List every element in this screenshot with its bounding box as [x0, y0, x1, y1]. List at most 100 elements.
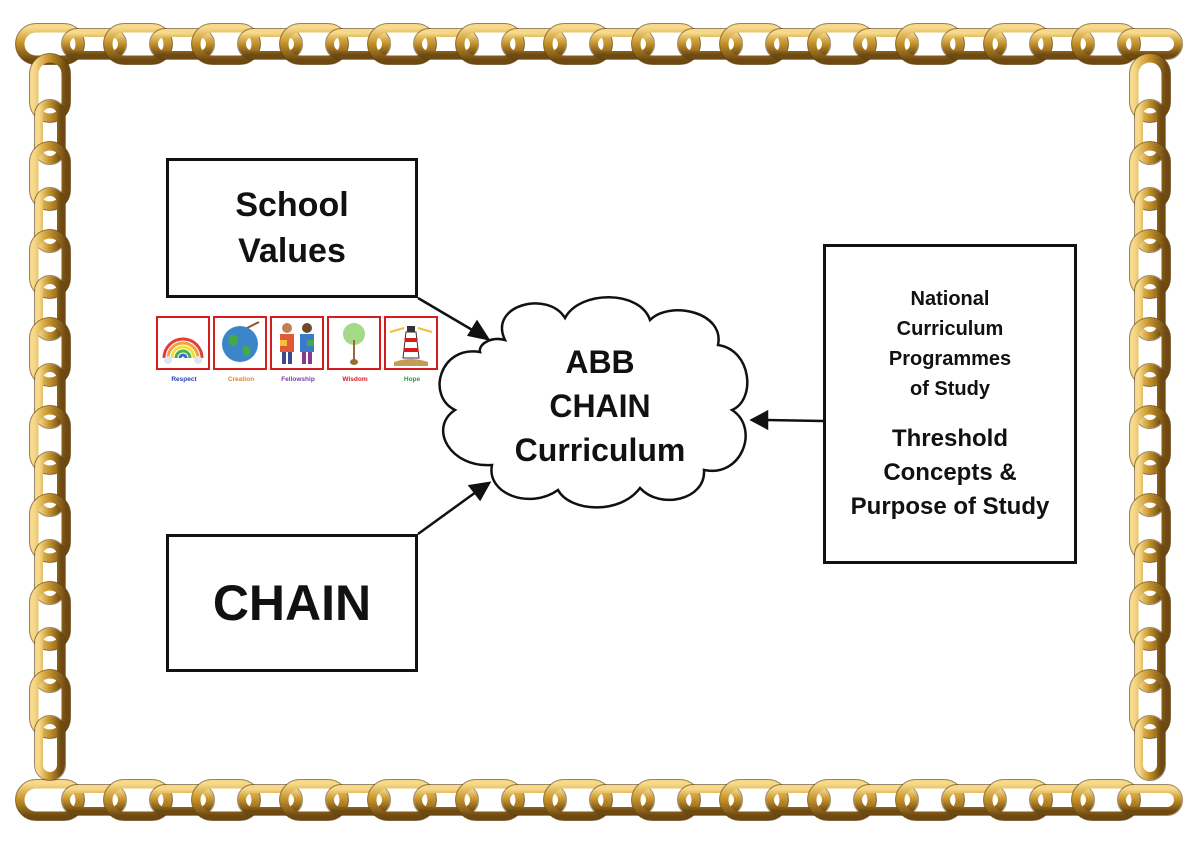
- chain-link: [590, 29, 654, 59]
- chain-link: [1129, 229, 1171, 299]
- value-label-respect: Respect: [171, 376, 197, 383]
- value-label-hope: Hope: [403, 376, 421, 383]
- chain-link: [1129, 141, 1171, 211]
- value-label-creation: Creation: [227, 376, 255, 383]
- chain-link: [942, 785, 1006, 815]
- chain-link: [719, 779, 789, 821]
- globe-icon: [222, 321, 260, 362]
- rainbow-icon: [162, 337, 204, 364]
- school-values-line2: Values: [238, 232, 346, 270]
- nc-line5: Threshold: [891, 425, 1008, 452]
- chain-link: [35, 540, 65, 604]
- nc-line1: National: [910, 288, 990, 310]
- chain-label: CHAIN: [212, 575, 372, 631]
- chain-link: [1129, 405, 1171, 475]
- chain-link: [150, 29, 214, 59]
- chain-link: [1129, 53, 1171, 123]
- chain-link: [191, 23, 261, 65]
- chain-link: [807, 779, 877, 821]
- nc-line3: Programmes: [888, 348, 1012, 370]
- chain-link: [1135, 628, 1165, 692]
- chain-link: [29, 141, 71, 211]
- chain-link: [854, 785, 918, 815]
- chain-link: [502, 785, 566, 815]
- chain-link: [1129, 581, 1171, 651]
- chain-link: [455, 23, 525, 65]
- chain-link: [150, 785, 214, 815]
- arrow-chain-to-cloud: [417, 490, 477, 536]
- chain-link: [326, 29, 390, 59]
- chain-link: [103, 779, 173, 821]
- chain-link: [29, 229, 71, 299]
- chain-link: [1135, 188, 1165, 252]
- chain-link: [502, 29, 566, 59]
- chain-link: [1030, 785, 1094, 815]
- value-label-wisdom: Wisdom: [342, 376, 368, 383]
- nc-line7: Purpose of Study: [850, 493, 1050, 520]
- chain-link: [1071, 23, 1141, 65]
- value-label-fellowship: Fellowship: [281, 376, 315, 383]
- school-values-icons: Respect Creation Fellowship Wisdom Hope: [156, 316, 440, 386]
- chain-link: [766, 29, 830, 59]
- chain-link: [631, 779, 701, 821]
- chain-link: [35, 188, 65, 252]
- chain-link: [678, 785, 742, 815]
- chain-link: [1129, 493, 1171, 563]
- chain-link: [1118, 785, 1182, 815]
- chain-link: [35, 628, 65, 692]
- value-tile-creation: [213, 316, 267, 370]
- arrow-values-to-cloud: [417, 296, 475, 333]
- chain-link: [807, 23, 877, 65]
- connector-arrows: [417, 296, 824, 536]
- chain-link: [29, 669, 71, 739]
- chain-link: [29, 581, 71, 651]
- chain-link: [766, 785, 830, 815]
- chain-link: [1135, 100, 1165, 164]
- value-tile-hope: [384, 316, 438, 370]
- chain-link: [15, 779, 85, 821]
- chain-link: [983, 23, 1053, 65]
- chain-link: [1135, 276, 1165, 340]
- chain-link: [29, 317, 71, 387]
- value-tile-respect: [156, 316, 210, 370]
- chain-link: [1071, 779, 1141, 821]
- chain-link: [62, 29, 126, 59]
- chain-link: [35, 716, 65, 780]
- chain-link: [678, 29, 742, 59]
- nc-line2: Curriculum: [896, 318, 1004, 340]
- chain-link: [543, 779, 613, 821]
- chain-link: [983, 779, 1053, 821]
- chain-link: [326, 785, 390, 815]
- value-tile-wisdom: [327, 316, 381, 370]
- chain-link: [895, 779, 965, 821]
- chain-link: [29, 405, 71, 475]
- chain-link: [1118, 29, 1182, 59]
- cloud-line1: ABB: [565, 344, 635, 380]
- chain-link: [1135, 540, 1165, 604]
- chain-link: [543, 23, 613, 65]
- chain-link: [62, 785, 126, 815]
- chain-link: [942, 29, 1006, 59]
- chain-link: [1135, 716, 1165, 780]
- chain-link: [631, 23, 701, 65]
- chain-link: [895, 23, 965, 65]
- chain-link: [1030, 29, 1094, 59]
- chain-link: [1135, 452, 1165, 516]
- chain-link: [455, 779, 525, 821]
- chain-link: [1135, 364, 1165, 428]
- chain-link: [29, 53, 71, 123]
- chain-link: [1129, 317, 1171, 387]
- national-curriculum-box: National Curriculum Programmes of Study …: [823, 244, 1077, 564]
- chain-link: [103, 23, 173, 65]
- chain-link: [367, 779, 437, 821]
- people-icon: [280, 323, 314, 364]
- chain-link: [238, 785, 302, 815]
- cloud-line2: CHAIN: [549, 388, 651, 424]
- chain-link: [35, 452, 65, 516]
- chain-link: [279, 779, 349, 821]
- cloud-line3: Curriculum: [514, 432, 686, 468]
- chain-link: [1129, 669, 1171, 739]
- cloud-shape: [438, 296, 749, 509]
- chain-box: CHAIN: [166, 534, 418, 672]
